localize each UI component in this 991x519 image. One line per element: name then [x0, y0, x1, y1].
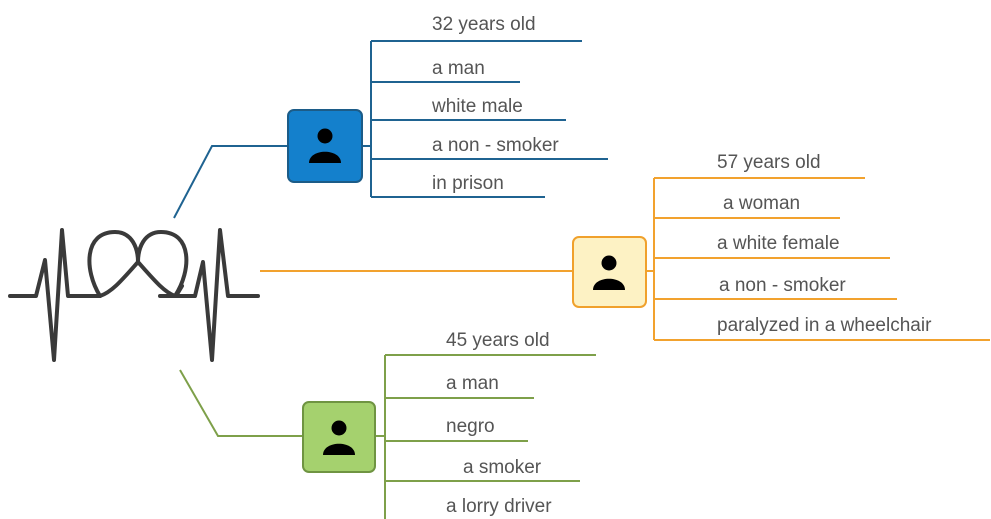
branch-bottom-label-1: 45 years old [446, 330, 550, 351]
branch-top-label-3: white male [431, 96, 523, 117]
branch-top: 32 years old a man white male a non - sm… [287, 14, 608, 198]
branch-top-label-5: in prison [432, 173, 504, 194]
branch-top-label-1: 32 years old [432, 14, 536, 35]
branch-bottom-label-2: a man [446, 373, 499, 394]
heartbeat-heart-icon [8, 228, 260, 362]
branch-bottom-bracket [375, 355, 386, 519]
branch-bottom-label-5: a lorry driver [446, 496, 552, 517]
person-icon [323, 420, 355, 455]
branch-middle-label-1: 57 years old [717, 152, 821, 173]
branch-top-bracket [362, 41, 372, 197]
branch-middle-label-2: a woman [723, 193, 800, 214]
branch-middle-label-4: a non - smoker [719, 275, 846, 296]
branch-middle-bracket [646, 178, 655, 340]
branch-middle-label-3: a white female [717, 233, 840, 254]
node-middle [572, 236, 647, 308]
branch-bottom-label-4: a smoker [463, 457, 542, 478]
node-top [287, 109, 363, 183]
branch-top-label-2: a man [432, 58, 485, 79]
branch-bottom: 45 years old a man negro a smoker a lorr… [302, 330, 596, 519]
connector-bottom [179, 369, 303, 437]
node-bottom [302, 401, 376, 473]
person-icon [309, 128, 341, 163]
connector-top [173, 145, 288, 219]
branch-middle: 57 years old a woman a white female a no… [572, 152, 990, 341]
branch-middle-label-5: paralyzed in a wheelchair [717, 315, 932, 336]
person-icon [593, 255, 625, 290]
branch-bottom-label-3: negro [446, 416, 495, 437]
branch-top-label-4: a non - smoker [432, 135, 559, 156]
